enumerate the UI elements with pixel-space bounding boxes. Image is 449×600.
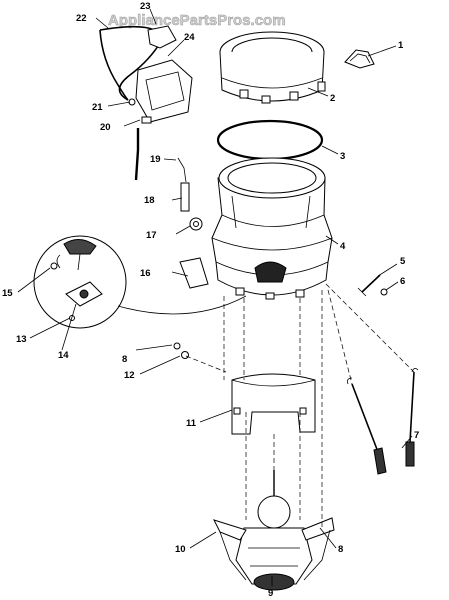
callout-23: 23 [140, 1, 151, 12]
callout-3: 3 [340, 151, 345, 162]
hose-assembly-part [99, 25, 193, 181]
gearcase-assembly-part [213, 470, 335, 591]
clip-part [344, 49, 375, 69]
callout-24: 24 [184, 32, 195, 43]
callout-19: 19 [150, 154, 161, 165]
tub-ring-part [219, 31, 326, 104]
shield-part [231, 373, 316, 435]
callout-2: 2 [330, 93, 335, 104]
leader-lines [17, 8, 413, 586]
bolt-part [357, 274, 388, 297]
callout-6: 6 [400, 276, 405, 287]
watermark-text: AppliancePartsPros.com [108, 12, 286, 29]
damper-part [177, 157, 203, 231]
callout-7: 7 [414, 430, 419, 441]
callout-labels: 1 2 3 4 5 6 7 8 8 9 10 11 12 13 14 15 16… [2, 1, 419, 599]
callout-8b: 8 [338, 544, 343, 555]
fastener-part [173, 342, 181, 350]
outer-tub-part [211, 157, 333, 300]
callout-14: 14 [58, 350, 69, 361]
callout-12: 12 [124, 370, 135, 381]
callout-5: 5 [400, 256, 406, 267]
callout-11: 11 [186, 418, 197, 429]
callout-21: 21 [92, 102, 103, 113]
washer-part [181, 351, 189, 359]
gasket-ring-part [216, 119, 324, 161]
callout-22: 22 [76, 13, 87, 24]
callout-13: 13 [16, 334, 27, 345]
callout-16: 16 [140, 268, 151, 279]
tub-clip-part [179, 257, 209, 289]
hook-springs-part [347, 368, 419, 475]
callout-10: 10 [175, 544, 186, 555]
callout-8a: 8 [122, 354, 127, 365]
callout-17: 17 [146, 230, 157, 241]
callout-15: 15 [2, 288, 13, 299]
callout-18: 18 [144, 195, 155, 206]
assembly-guides [185, 283, 415, 528]
callout-4: 4 [340, 241, 346, 252]
detail-inset [33, 235, 247, 329]
callout-9: 9 [268, 588, 273, 599]
callout-20: 20 [100, 122, 111, 133]
callout-1: 1 [398, 40, 404, 51]
